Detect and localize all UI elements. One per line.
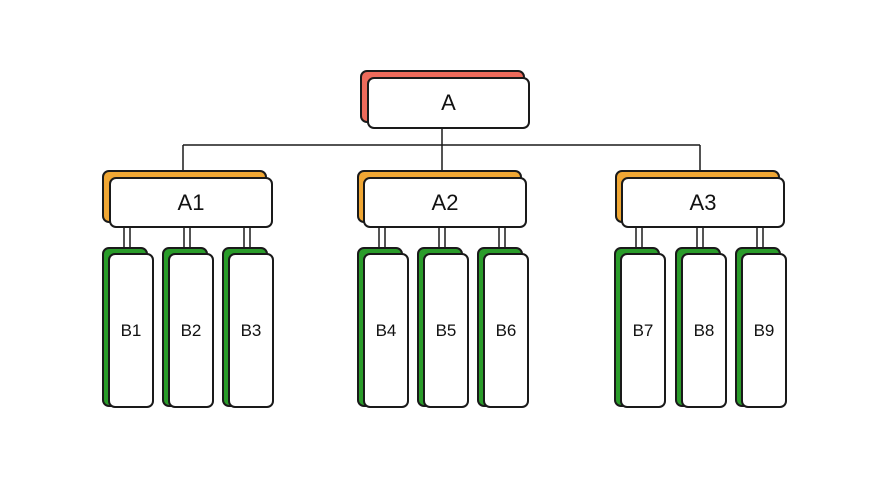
mid-node-a2: A2 xyxy=(363,177,527,228)
leaf-node-label: B5 xyxy=(435,320,457,340)
leaf-node-b7: B7 xyxy=(620,253,666,408)
leaf-node-b5: B5 xyxy=(423,253,469,408)
leaf-node-label: B8 xyxy=(693,320,715,340)
leaf-node-b8: B8 xyxy=(681,253,727,408)
leaf-node-label: B9 xyxy=(753,320,775,340)
mid-node-a3: A3 xyxy=(621,177,785,228)
leaf-node-b3: B3 xyxy=(228,253,274,408)
root-node-label: A xyxy=(441,90,456,115)
mid-node-label: A3 xyxy=(689,189,717,215)
leaf-node-b2: B2 xyxy=(168,253,214,408)
mid-node-a1: A1 xyxy=(109,177,273,228)
leaf-node-b1: B1 xyxy=(108,253,154,408)
mid-node-label: A1 xyxy=(177,189,205,215)
leaf-node-b6: B6 xyxy=(483,253,529,408)
leaf-node-label: B1 xyxy=(120,320,142,340)
leaf-node-label: B4 xyxy=(375,320,397,340)
root-node: A xyxy=(367,77,530,129)
leaf-node-label: B6 xyxy=(495,320,517,340)
leaf-node-label: B2 xyxy=(180,320,202,340)
leaf-node-label: B7 xyxy=(632,320,654,340)
mid-node-label: A2 xyxy=(431,189,459,215)
leaf-node-label: B3 xyxy=(240,320,262,340)
leaf-node-b4: B4 xyxy=(363,253,409,408)
leaf-node-b9: B9 xyxy=(741,253,787,408)
